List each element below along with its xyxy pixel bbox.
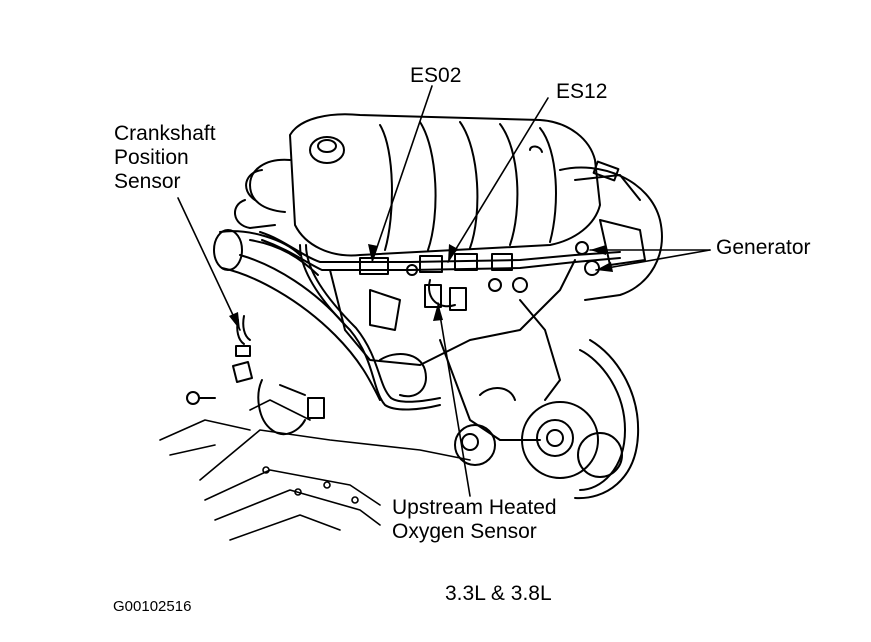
es02-leader-line xyxy=(371,85,433,263)
es02-arrowhead xyxy=(368,244,378,262)
label-generator: Generator xyxy=(716,236,811,259)
label-crankshaft-line-1: Crankshaft xyxy=(114,122,216,145)
generator-body xyxy=(529,145,663,301)
es12-arrowhead xyxy=(448,244,458,262)
label-upstream-line-1: Upstream Heated xyxy=(392,496,557,519)
upstream-arrowhead xyxy=(433,303,443,321)
fuel-rail xyxy=(259,231,621,293)
engine-block xyxy=(329,259,576,441)
crankshaft-sensor-parts xyxy=(186,315,325,436)
label-crankshaft-line-3: Sensor xyxy=(114,170,181,193)
crankshaft-arrowhead xyxy=(229,312,240,330)
label-crankshaft-position-sensor: Crankshaft Position Sensor xyxy=(114,122,216,194)
upstream-leader-line xyxy=(437,302,471,497)
label-upstream-line-2: Oxygen Sensor xyxy=(392,520,537,543)
generator-leader-line-lower xyxy=(595,249,711,271)
leader-arrowheads xyxy=(229,244,613,330)
label-crankshaft-line-2: Position xyxy=(114,146,189,169)
label-upstream-heated-oxygen-sensor: Upstream Heated Oxygen Sensor xyxy=(392,496,557,544)
oil-pan xyxy=(159,399,471,541)
intake-plenum xyxy=(234,113,601,257)
label-es02: ES02 xyxy=(410,64,462,87)
oxygen-sensor-wire xyxy=(299,244,467,411)
generator-arrowhead-upper xyxy=(590,245,606,255)
label-es12: ES12 xyxy=(556,80,608,103)
crankshaft-leader-line xyxy=(177,197,241,331)
es12-leader-line xyxy=(447,97,549,263)
belt-pulleys xyxy=(454,339,640,500)
figure-id: G00102516 xyxy=(113,598,192,615)
leader-lines xyxy=(177,85,711,497)
label-engine-size: 3.3L & 3.8L xyxy=(445,582,552,605)
generator-arrowhead-lower xyxy=(596,262,613,272)
